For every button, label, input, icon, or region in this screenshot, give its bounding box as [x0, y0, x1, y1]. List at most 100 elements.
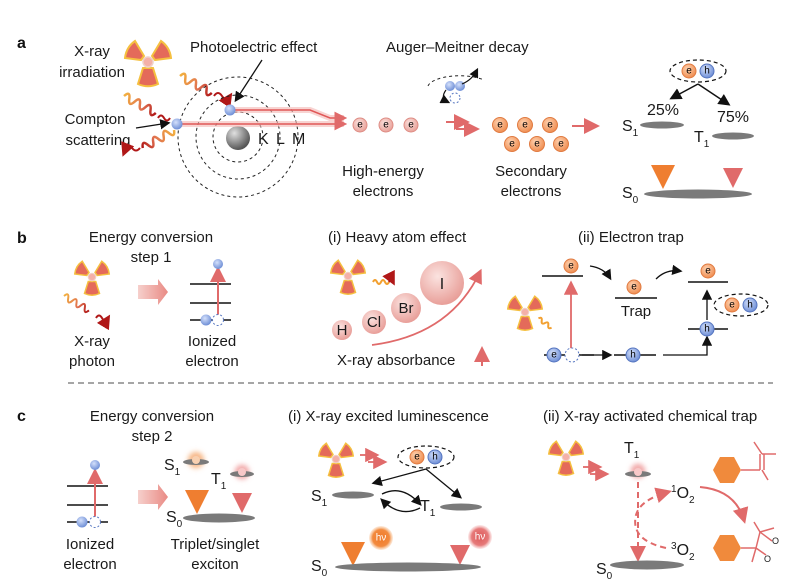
atom-i: I	[420, 261, 464, 305]
lum-split-t1	[425, 468, 463, 499]
energy-transfer-arrow	[634, 487, 672, 549]
dioxetane-molecule: O O	[713, 521, 779, 564]
svg-text:h: h	[704, 324, 710, 335]
step2-title-1: Energy conversion	[90, 408, 214, 425]
panel-a-label: a	[17, 35, 26, 52]
scattered-wave-tail	[121, 141, 141, 157]
svg-text:e: e	[357, 120, 363, 131]
secondary-electrons: e e e e e e	[492, 117, 569, 152]
shell-m-label: M	[292, 131, 305, 148]
svg-text:e: e	[534, 139, 540, 150]
xray-irradiation-label-1: X-ray	[74, 43, 110, 60]
conversion-arrow-c	[138, 484, 168, 510]
radiation-source-icon-b3	[508, 296, 543, 330]
svg-text:h: h	[747, 300, 753, 311]
svg-text:h: h	[630, 350, 636, 361]
svg-text:e: e	[568, 261, 574, 272]
split-arrow-singlet	[669, 83, 699, 100]
s0-label-c: S0	[311, 558, 328, 579]
svg-text:I: I	[440, 276, 444, 293]
svg-text:e: e	[705, 266, 711, 277]
panel-c-label: c	[17, 408, 26, 425]
ionized-electron-label-b-1: Ionized	[188, 333, 236, 350]
heavy-atom-title: (i) Heavy atom effect	[328, 229, 467, 246]
svg-text:H: H	[337, 322, 348, 339]
svg-text:e: e	[408, 120, 414, 131]
xray-absorbance-label: X-ray absorbance	[337, 352, 455, 369]
compton-electron	[171, 118, 183, 130]
electron-trap-title: (ii) Electron trap	[578, 229, 684, 246]
svg-text:e: e	[547, 120, 553, 131]
s0-level-c	[335, 562, 481, 572]
auger-meitner-label: Auger–Meitner decay	[386, 39, 529, 56]
heavy-atom-wave	[372, 279, 390, 285]
svg-text:h: h	[432, 452, 438, 463]
exciton-diagram-c: S1 T1 S0	[164, 450, 255, 530]
alkene-molecule	[713, 441, 776, 483]
radiation-source-icon-c2	[549, 441, 584, 475]
svg-text:e: e	[551, 350, 557, 361]
xray-photon-label-2: photon	[69, 353, 115, 370]
peroxide-o-1: O	[772, 536, 779, 546]
atom-shells	[177, 76, 299, 198]
t1-label-a: T1	[694, 129, 710, 150]
ionized-electron-diagram-c	[67, 460, 108, 528]
svg-text:hν: hν	[376, 533, 387, 544]
svg-text:Br: Br	[399, 300, 414, 317]
panel-a: a X-ray irradiation Photoelectric effect…	[17, 35, 754, 206]
trap-diagram: e e e Trap e h h e h	[542, 258, 769, 363]
panel-b-label: b	[17, 230, 27, 247]
conversion-arrow-b	[138, 279, 168, 305]
photoelectric-pointer-arrow	[234, 59, 263, 103]
svg-text:S1: S1	[164, 457, 181, 478]
nucleus	[226, 126, 250, 150]
svg-text:e: e	[509, 139, 515, 150]
svg-text:S0: S0	[166, 509, 183, 530]
wave-tail-1	[213, 92, 233, 109]
ionized-electron-diagram-b	[190, 259, 231, 326]
t1-exciton-chem	[634, 468, 642, 476]
s0-label-a: S0	[622, 185, 639, 206]
exciton-label-2: exciton	[191, 556, 239, 573]
ionized-electron-label-c-1: Ionized	[66, 536, 114, 553]
radiation-source-icon-c	[319, 443, 354, 477]
panel-b: b Energy conversion step 1 X-ray photon …	[17, 229, 769, 370]
s1-level-a	[640, 121, 684, 129]
chemical-trap-title: (ii) X-ray activated chemical trap	[543, 408, 757, 425]
high-energy-electrons: e e e	[352, 117, 419, 133]
s0-label-chem: S0	[596, 561, 613, 582]
radiation-source-icon	[124, 40, 172, 88]
auger-decay-icon	[427, 67, 485, 104]
svg-text:e: e	[497, 120, 503, 131]
isc-arrow	[381, 490, 422, 506]
high-energy-label-1: High-energy	[342, 163, 424, 180]
secondary-label-1: Secondary	[495, 163, 567, 180]
photon-fluorescence: hν	[369, 526, 393, 550]
atom-br: Br	[391, 293, 421, 323]
svg-text:e: e	[729, 300, 735, 311]
triplet-fraction: 75%	[717, 109, 749, 126]
compton-pointer-arrow	[135, 119, 171, 130]
atom-cl: Cl	[362, 310, 386, 334]
svg-text:e: e	[383, 120, 389, 131]
compton-label-1: Compton	[65, 111, 126, 128]
trap-label: Trap	[621, 303, 651, 320]
svg-text:T1: T1	[211, 471, 227, 492]
heavy-atom-wave-tail	[382, 269, 395, 286]
absorbance-trend-arrow	[371, 268, 482, 346]
panel-c: c Energy conversion step 2 Ionized elect…	[17, 408, 779, 582]
risc-arrow	[380, 498, 421, 513]
s1-level-c	[332, 491, 374, 499]
xray-irradiation-label-2: irradiation	[59, 64, 125, 81]
step2-title-2: step 2	[132, 428, 173, 445]
svg-text:e: e	[631, 282, 637, 293]
svg-text:e: e	[558, 139, 564, 150]
shell-l-label: L	[276, 131, 285, 148]
wave-tail-2	[157, 114, 171, 122]
luminescence-title: (i) X-ray excited luminescence	[288, 408, 489, 425]
xray-photon-label-1: X-ray	[74, 333, 110, 350]
svg-text:h: h	[704, 66, 710, 77]
atom-h: H	[332, 320, 352, 340]
scattered-xray-wave	[139, 125, 178, 153]
